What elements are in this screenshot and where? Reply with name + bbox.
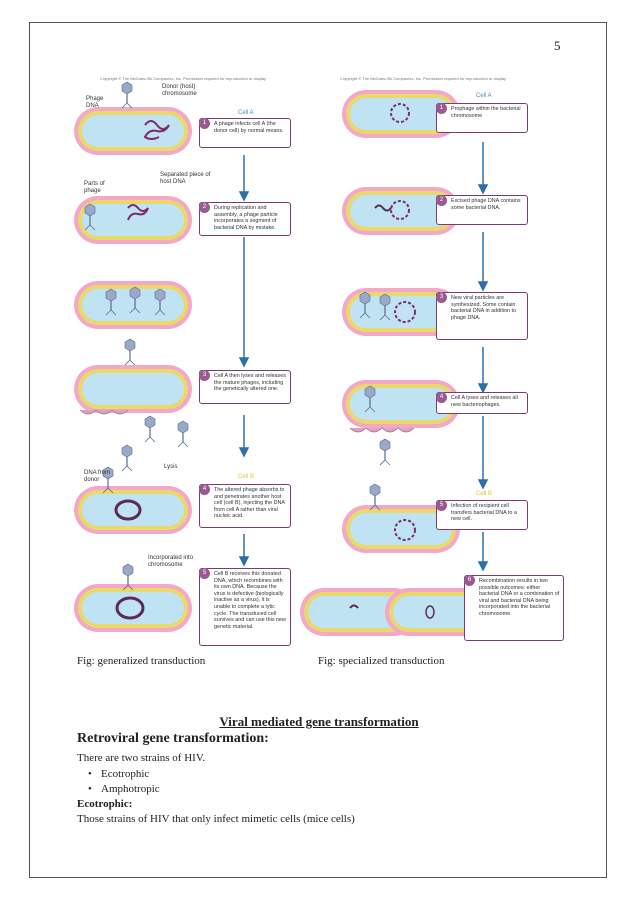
incorporated-chromosome xyxy=(115,596,145,620)
intro-text: There are two strains of HIV. xyxy=(77,752,206,764)
page-border xyxy=(29,22,607,878)
phage-icon xyxy=(144,415,156,443)
phage-icon xyxy=(121,444,133,472)
bullet-ecotrophic: Ecotrophic xyxy=(88,768,149,780)
caption-specialized: Fig: specialized transduction xyxy=(318,655,445,667)
label-phage-dna: Phage DNA xyxy=(86,96,104,109)
label-donor-chromosome: Donor (host) chromosome xyxy=(162,84,197,97)
caption-generalized: Fig: generalized transduction xyxy=(77,655,206,667)
subheading: Retroviral gene transformation: xyxy=(77,731,269,746)
section-heading: Viral mediated gene transformation xyxy=(219,714,419,729)
recipient-chromosome xyxy=(114,499,142,521)
right-flow-arrows xyxy=(477,142,489,572)
left-cell-5 xyxy=(74,486,192,534)
bullet-amphotropic: Amphotropic xyxy=(88,783,160,795)
prophage-ring xyxy=(390,103,410,123)
label-separated-piece: Separated piece of host DNA xyxy=(160,172,211,185)
left-copyright: Copyright © The McGraw-Hill Companies, I… xyxy=(100,76,267,81)
label-incorporated: Incorporated into chromosome xyxy=(148,555,194,568)
left-cell-6 xyxy=(74,584,192,632)
left-cell-2 xyxy=(74,196,192,244)
right-cell-b-label: Cell B xyxy=(476,491,493,497)
phage-icon xyxy=(177,420,189,448)
ecotrophic-label: Ecotrophic: xyxy=(77,798,133,810)
lysed-cell-debris xyxy=(79,409,129,415)
ecotrophic-description: Those strains of HIV that only infect mi… xyxy=(77,813,355,825)
phage-icon xyxy=(124,338,136,366)
excised-dna xyxy=(374,204,392,212)
left-flow-arrows xyxy=(238,155,250,567)
page-number: 5 xyxy=(554,38,561,53)
phage-icon xyxy=(379,438,391,466)
left-cell-4 xyxy=(74,365,192,413)
donor-chromosome-mark xyxy=(143,120,170,140)
left-cell-1 xyxy=(74,107,192,155)
label-parts-of-phage: Parts of phage xyxy=(84,181,105,194)
label-dna-from-donor: DNA from donor xyxy=(84,470,111,483)
left-cell-b-label: Cell B xyxy=(238,474,255,480)
right-copyright: Copyright © The McGraw-Hill Companies, I… xyxy=(340,76,507,81)
right-cell-a-label: Cell A xyxy=(476,93,492,99)
label-lysis: Lysis xyxy=(164,464,178,470)
phage-icon xyxy=(121,81,133,109)
left-cell-a-label: Cell A xyxy=(238,110,254,116)
